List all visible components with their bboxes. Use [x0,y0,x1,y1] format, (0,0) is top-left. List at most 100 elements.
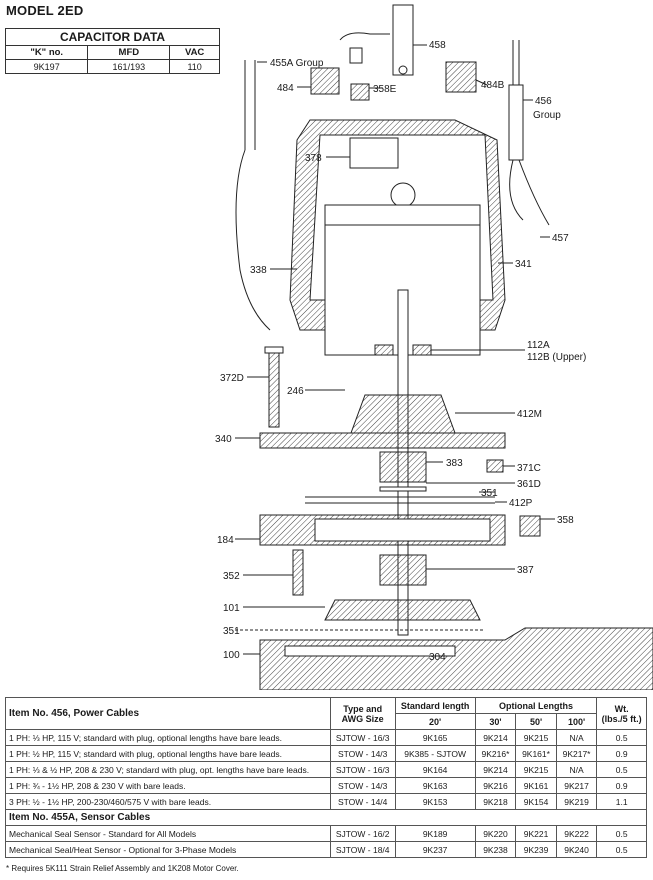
label-458: 458 [429,40,446,51]
wt: 0.5 [596,729,647,746]
desc: Mechanical Seal Sensor - Standard for Al… [5,825,331,842]
footnote: * Requires 5K111 Strain Relief Assembly … [6,864,239,873]
diagram-labels: 458 455A Group 484 358E 484B 456 Group 3… [215,40,586,663]
opt30: 9K238 [474,841,517,858]
label-484: 484 [277,83,294,94]
model-title: MODEL 2ED [6,3,84,18]
opt30: 9K216 [474,777,517,794]
rows-455a: Mechanical Seal Sensor - Standard for Al… [5,825,647,858]
std: 9K385 - SJTOW [394,745,476,762]
type: STOW - 14/3 [329,745,396,762]
label-246: 246 [287,386,304,397]
wt: 0.5 [596,825,647,842]
cap-header-kno: "K" no. [4,45,89,60]
header-wt-unit: (lbs./5 ft.) [601,713,642,724]
opt50: 9K215 [515,761,557,778]
label-412m: 412M [517,409,542,420]
capacitor-data-table: CAPACITOR DATA "K" no. MFD VAC 9K197 161… [4,28,220,74]
table-row: 3 PH: ½ - 1½ HP, 200-230/460/575 V with … [5,793,647,810]
opt100: 9K217* [555,745,598,762]
opt50: 9K215 [515,729,557,746]
rows-456: 1 PH: ⅓ HP, 115 V; standard with plug, o… [5,729,647,810]
label-351-upper: 351 [481,488,498,499]
wt: 0.5 [596,841,647,858]
label-101: 101 [223,603,240,614]
table-row: Mechanical Seal Sensor - Standard for Al… [5,825,647,842]
cap-kno: 9K197 [4,59,89,74]
capacitor-table-title: CAPACITOR DATA [5,28,220,46]
label-338: 338 [250,265,267,276]
label-100: 100 [223,650,240,661]
desc: 1 PH: ⅓ & ½ HP, 208 & 230 V; standard wi… [5,761,331,778]
label-341: 341 [515,259,532,270]
header-type: Type and [343,703,383,714]
std: 9K164 [394,761,476,778]
type: SJTOW - 16/3 [329,761,396,778]
opt30: 9K216* [474,745,517,762]
wt: 1.1 [596,793,647,810]
table-row: Mechanical Seal/Heat Sensor - Optional f… [5,841,647,858]
desc: 3 PH: ½ - 1½ HP, 200-230/460/575 V with … [5,793,331,810]
header-50ft: 50' [515,713,557,730]
desc: Mechanical Seal/Heat Sensor - Optional f… [5,841,331,858]
header-wt: Wt. [614,703,629,714]
opt30: 9K214 [474,761,517,778]
std: 9K163 [394,777,476,794]
type: SJTOW - 18/4 [329,841,396,858]
desc: 1 PH: ⅓ HP, 115 V; standard with plug, o… [5,729,331,746]
section-456-title: Item No. 456, Power Cables [5,697,331,730]
label-304: 304 [429,652,446,663]
label-457: 457 [552,233,569,244]
header-optional-lengths: Optional Lengths [474,697,598,714]
header-20ft: 20' [394,713,476,730]
label-112b: 112B (Upper) [527,352,586,363]
table-row: 9K197 161/193 110 [4,59,220,74]
label-456-group: Group [533,110,561,121]
opt100: N/A [555,729,598,746]
label-387: 387 [517,565,534,576]
std: 9K165 [394,729,476,746]
label-361d: 361D [517,479,541,490]
label-412p: 412P [509,498,533,509]
table-row: 1 PH: ⅓ & ½ HP, 208 & 230 V; standard wi… [5,761,647,778]
opt100: 9K219 [555,793,598,810]
label-378: 378 [305,153,322,164]
label-112a: 112A [527,340,550,351]
label-352: 352 [223,571,240,582]
wt: 0.9 [596,745,647,762]
header-awg: AWG Size [341,713,384,724]
table-row: 1 PH: ¾ - 1½ HP, 208 & 230 V with bare l… [5,777,647,794]
std: 9K153 [394,793,476,810]
label-358: 358 [557,515,574,526]
label-371c: 371C [517,463,541,474]
std: 9K189 [394,825,476,842]
opt50: 9K154 [515,793,557,810]
opt30: 9K214 [474,729,517,746]
cable-parts-table: Item No. 456, Power Cables Type and AWG … [5,697,647,858]
wt: 0.9 [596,777,647,794]
table-row: 1 PH: ⅓ HP, 115 V; standard with plug, o… [5,729,647,746]
label-358e: 358E [373,84,397,95]
header-30ft: 30' [474,713,517,730]
opt50: 9K161* [515,745,557,762]
label-351-lower: 351 [223,626,240,637]
label-484b: 484B [481,80,505,91]
opt100: 9K240 [555,841,598,858]
opt50: 9K161 [515,777,557,794]
opt50: 9K221 [515,825,557,842]
opt100: 9K222 [555,825,598,842]
label-340: 340 [215,434,232,445]
label-456: 456 [535,96,552,107]
header-type-awg: Type and AWG Size [329,697,396,730]
std: 9K237 [394,841,476,858]
label-455a: 455A Group [270,58,324,69]
opt30: 9K218 [474,793,517,810]
opt30: 9K220 [474,825,517,842]
exploded-parts-diagram: 458 455A Group 484 358E 484B 456 Group 3… [215,4,653,690]
label-184: 184 [217,535,234,546]
header-weight: Wt. (lbs./5 ft.) [596,697,647,730]
header-100ft: 100' [555,713,598,730]
opt100: 9K217 [555,777,598,794]
opt100: N/A [555,761,598,778]
wt: 0.5 [596,761,647,778]
